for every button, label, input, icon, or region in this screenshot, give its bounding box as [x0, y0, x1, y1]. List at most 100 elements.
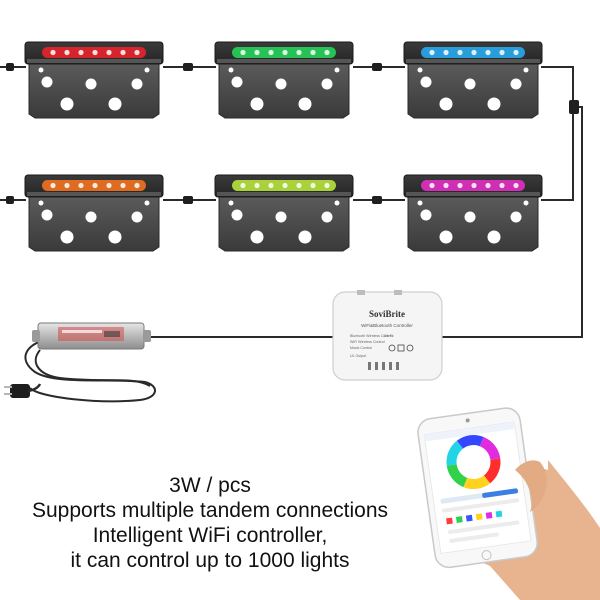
light-bar-edge	[406, 59, 540, 63]
light-bar-edge	[217, 59, 351, 63]
plate-hole	[420, 76, 432, 88]
led-dot	[106, 49, 112, 56]
led-dot	[282, 182, 288, 189]
plate-hole	[510, 211, 522, 223]
plate-hole	[464, 211, 476, 223]
plate-hole	[85, 211, 97, 223]
light-bar-edge	[406, 192, 540, 196]
plate-hole	[487, 97, 501, 111]
caption-tandem: Supports multiple tandem connections	[31, 499, 389, 522]
light-bar-edge	[27, 59, 161, 63]
plate-hole	[523, 67, 529, 73]
led-dot	[324, 49, 330, 56]
plate-hole	[510, 78, 522, 90]
light-fixtures	[24, 41, 543, 252]
led-dot	[471, 49, 477, 56]
led-dot	[92, 182, 98, 189]
mounting-plate	[28, 194, 160, 252]
led-dot	[134, 182, 140, 189]
plate-hole	[231, 76, 243, 88]
controller-feature-4: Ce Fc	[384, 334, 394, 338]
plate-hole	[464, 78, 476, 90]
led-dot	[240, 49, 246, 56]
plate-hole	[131, 211, 143, 223]
led-dot	[429, 49, 435, 56]
plate-hole	[38, 200, 44, 206]
mounting-plate	[218, 194, 350, 252]
hand-with-phone	[417, 407, 600, 600]
plate-hole	[108, 230, 122, 244]
led-dot	[310, 49, 316, 56]
led-dot	[443, 49, 449, 56]
controller-model: WiFi&Bluetooth Controller	[361, 323, 413, 328]
plate-hole	[250, 97, 264, 111]
led-dot	[240, 182, 246, 189]
plate-hole	[321, 78, 333, 90]
terminal-labels	[368, 362, 399, 370]
plate-hole	[275, 211, 287, 223]
led-dot	[499, 182, 505, 189]
led-dot	[310, 182, 316, 189]
light-fixture	[403, 174, 543, 252]
led-dot	[457, 182, 463, 189]
plate-hole	[108, 97, 122, 111]
plate-hole	[417, 67, 423, 73]
led-dot	[92, 49, 98, 56]
plug-icon	[4, 383, 42, 398]
led-dot	[254, 182, 260, 189]
plate-hole	[298, 230, 312, 244]
caption-controller: Intelligent WiFi controller,	[92, 524, 328, 547]
power-supply	[32, 322, 151, 350]
led-dot	[485, 182, 491, 189]
wifi-controller: SoviBrite WiFi&Bluetooth Controller Blue…	[332, 290, 443, 381]
light-fixture	[214, 41, 354, 119]
led-dot	[106, 182, 112, 189]
led-dot	[268, 182, 274, 189]
led-dot	[120, 182, 126, 189]
mounting-plate	[28, 61, 160, 119]
led-dot	[64, 182, 70, 189]
led-dot	[282, 49, 288, 56]
connector-nodes	[6, 63, 579, 204]
mounting-plate	[218, 61, 350, 119]
plate-hole	[439, 230, 453, 244]
plate-hole	[144, 200, 150, 206]
led-dot	[64, 49, 70, 56]
certification-icons	[388, 344, 414, 352]
plate-hole	[41, 76, 53, 88]
plate-hole	[85, 78, 97, 90]
led-dot	[78, 182, 84, 189]
controller-brand: SoviBrite	[369, 309, 405, 319]
led-dot	[324, 182, 330, 189]
led-dot	[50, 49, 56, 56]
controller-feature-3: Music Control	[350, 346, 372, 350]
mounting-plate	[407, 61, 539, 119]
light-fixture	[24, 41, 164, 119]
color-wheel	[446, 435, 501, 490]
caption-power: 3W / pcs	[169, 474, 251, 497]
plate-hole	[439, 97, 453, 111]
controller-feature-5: UL Output	[350, 354, 366, 358]
app-controls	[440, 488, 520, 543]
plate-hole	[131, 78, 143, 90]
light-fixture	[403, 41, 543, 119]
light-bar-edge	[27, 192, 161, 196]
led-dot	[134, 49, 140, 56]
plate-hole	[144, 67, 150, 73]
plate-hole	[228, 200, 234, 206]
mounting-plate	[407, 194, 539, 252]
led-dot	[296, 182, 302, 189]
led-dot	[254, 49, 260, 56]
plate-hole	[417, 200, 423, 206]
light-bar-edge	[217, 192, 351, 196]
plate-hole	[60, 97, 74, 111]
plate-hole	[487, 230, 501, 244]
led-dot	[499, 49, 505, 56]
plate-hole	[250, 230, 264, 244]
led-dot	[429, 182, 435, 189]
plate-hole	[275, 78, 287, 90]
plate-hole	[41, 209, 53, 221]
plate-hole	[334, 200, 340, 206]
